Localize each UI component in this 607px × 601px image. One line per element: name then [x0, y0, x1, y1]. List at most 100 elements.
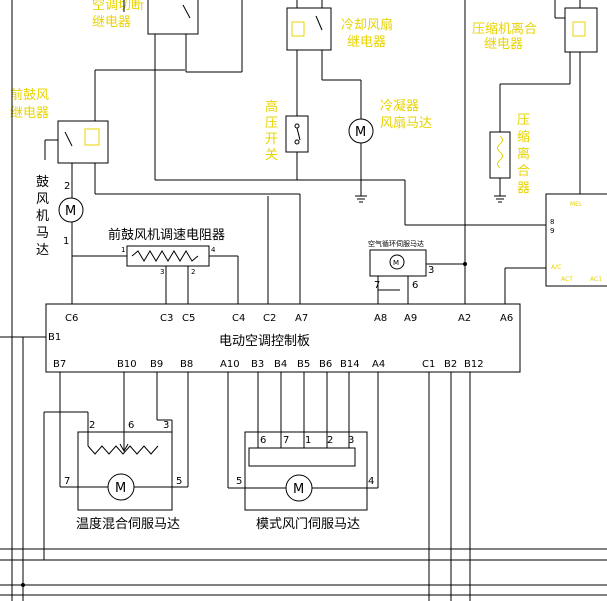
ecm-pin-act: ACT: [561, 276, 573, 283]
pin-B2: B2: [444, 359, 457, 370]
blower-motor: M 2 1 鼓 风 机 马 达: [36, 175, 84, 258]
pin-B3: B3: [251, 359, 264, 370]
pin-C1: C1: [422, 359, 435, 370]
mode-servo-glyph: M: [293, 482, 304, 497]
pin-C6: C6: [65, 313, 78, 324]
pin-B6: B6: [319, 359, 332, 370]
ecm-pin-ac: A/C: [551, 264, 561, 271]
pin-B9: B9: [150, 359, 163, 370]
air-servo-pin-3: 3: [428, 265, 434, 276]
mode-pin-7: 7: [283, 435, 289, 446]
pressure-switch-char-1: 高: [265, 99, 278, 115]
temp-pin-2: 2: [89, 420, 95, 431]
mode-door-servo: M 6 7 1 2 3 5 4 模式风门伺服马达: [236, 431, 374, 532]
ac-cutoff-relay-label-2: 继电器: [92, 15, 131, 30]
condenser-fan-motor-glyph: M: [355, 125, 366, 140]
ac-cutoff-relay: 空调切断 继电器: [92, 0, 199, 44]
mode-pin-5: 5: [236, 476, 242, 487]
ecm-pin-mel: MEL: [570, 201, 583, 208]
pin-B14: B14: [340, 359, 360, 370]
ac-controller: 电动空调控制板 B1 C6 C3 C5 C4 C2 A7 A8 A9 A2 A6…: [45, 303, 521, 373]
pin-A4: A4: [372, 359, 385, 370]
air-servo-pin-6: 6: [412, 280, 418, 291]
blower-motor-char-4: 马: [36, 226, 49, 241]
blower-speed-resistor: 前鼓风机调速电阻器 1 4 3 2: [108, 227, 225, 276]
ecm-module: MEL A/C ACT AC1 8 9: [545, 193, 607, 287]
blower-pin-1: 1: [63, 236, 69, 247]
ecm-side-9: 9: [550, 227, 554, 235]
pin-B1: B1: [48, 332, 61, 343]
compressor-clutch: 压 缩 离 合 器: [489, 113, 530, 196]
compressor-clutch-char-5: 器: [517, 181, 530, 196]
mode-pin-3: 3: [348, 435, 354, 446]
pin-A8: A8: [374, 313, 387, 324]
pin-B7: B7: [53, 359, 66, 370]
pin-A6: A6: [500, 313, 513, 324]
high-pressure-switch: 高 压 开 关: [265, 99, 309, 163]
pin-B5: B5: [297, 359, 310, 370]
pin-A2: A2: [458, 313, 471, 324]
condenser-fan-motor: M 冷凝器 风扇马达: [348, 98, 432, 144]
blower-pin-2: 2: [64, 181, 70, 192]
pin-C5: C5: [182, 313, 195, 324]
cooling-fan-relay: 冷却风扇 继电器: [286, 7, 393, 51]
compressor-clutch-relay: 压缩机离合 继电器: [472, 0, 598, 53]
ecm-pin-ac1: AC1: [590, 276, 602, 283]
air-recirc-servo-motor: 空气循环伺服马达 M 7 6 3: [368, 239, 434, 291]
front-blower-relay: 前鼓风 继电器: [10, 87, 109, 164]
temp-servo-label: 温度混合伺服马达: [76, 516, 180, 532]
mode-pin-2: 2: [327, 435, 333, 446]
ac-cutoff-relay-label-1: 空调切断: [92, 0, 144, 13]
compressor-relay-label-1: 压缩机离合: [472, 21, 537, 37]
front-blower-relay-label-1: 前鼓风: [10, 87, 49, 103]
pressure-switch-char-4: 关: [265, 148, 278, 163]
pin-A9: A9: [404, 313, 417, 324]
pin-A10: A10: [220, 359, 240, 370]
temp-servo-glyph: M: [115, 481, 126, 496]
cooling-fan-relay-label-2: 继电器: [347, 35, 386, 50]
blower-motor-char-5: 达: [36, 243, 49, 258]
front-blower-relay-label-2: 继电器: [10, 106, 49, 121]
temp-pin-5: 5: [176, 476, 182, 487]
temp-blend-servo: M 2 6 3 7 5 温度混合伺服马达: [64, 420, 182, 532]
pin-B4: B4: [274, 359, 287, 370]
blower-motor-char-3: 机: [36, 209, 49, 224]
pin-A7: A7: [295, 313, 308, 324]
mode-pin-4: 4: [368, 476, 374, 487]
condenser-fan-label-2: 风扇马达: [380, 115, 432, 131]
resistor-pin-2: 2: [191, 268, 195, 276]
resistor-pin-1: 1: [121, 246, 125, 254]
mode-pin-6: 6: [260, 435, 266, 446]
resistor-pin-4: 4: [211, 246, 216, 254]
pin-B8: B8: [180, 359, 193, 370]
mode-pin-1: 1: [305, 435, 311, 446]
pin-B10: B10: [117, 359, 137, 370]
blower-motor-char-2: 风: [36, 192, 49, 207]
temp-pin-7: 7: [64, 476, 70, 487]
cooling-fan-relay-label-1: 冷却风扇: [341, 17, 393, 33]
resistor-pin-3: 3: [160, 268, 164, 276]
compressor-clutch-char-2: 缩: [517, 129, 530, 145]
compressor-clutch-char-1: 压: [517, 113, 530, 128]
ecm-side-8: 8: [550, 218, 554, 226]
pin-C3: C3: [160, 313, 173, 324]
condenser-fan-label-1: 冷凝器: [380, 98, 419, 114]
air-servo-label: 空气循环伺服马达: [368, 239, 424, 248]
mode-servo-label: 模式风门伺服马达: [256, 517, 360, 532]
compressor-clutch-char-4: 合: [517, 164, 530, 179]
temp-pin-3: 3: [163, 420, 169, 431]
pressure-switch-char-2: 压: [265, 116, 278, 131]
air-servo-pin-7: 7: [374, 280, 380, 291]
temp-pin-6: 6: [128, 420, 134, 431]
resistor-label: 前鼓风机调速电阻器: [108, 227, 225, 243]
compressor-relay-label-2: 继电器: [484, 37, 523, 52]
pressure-switch-char-3: 开: [265, 132, 278, 147]
blower-motor-char-1: 鼓: [36, 175, 49, 190]
controller-label: 电动空调控制板: [219, 334, 310, 349]
blower-motor-glyph: M: [65, 204, 76, 219]
pin-B12: B12: [464, 359, 484, 370]
pin-C4: C4: [232, 313, 245, 324]
compressor-clutch-char-3: 离: [517, 146, 530, 162]
